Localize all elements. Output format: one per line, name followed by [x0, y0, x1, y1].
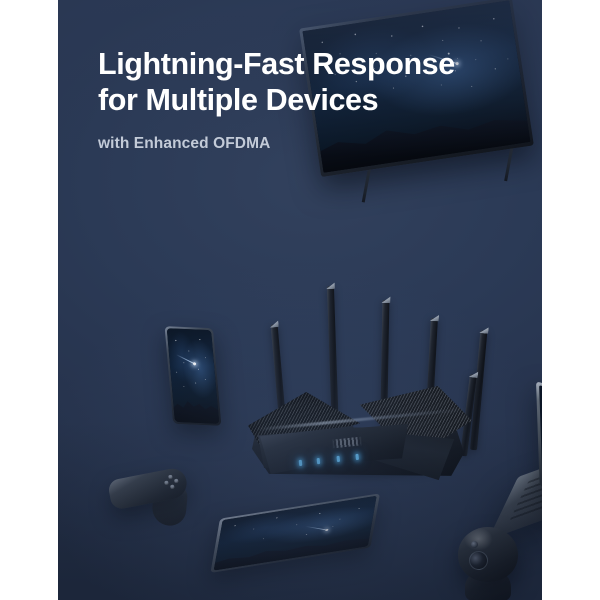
camera-head [458, 527, 518, 582]
tablet-body [210, 493, 381, 573]
device-smartphone [164, 326, 222, 426]
headline-block: Lightning-Fast Response for Multiple Dev… [98, 46, 518, 154]
device-wifi-router [232, 278, 478, 488]
laptop-keyboard [509, 439, 542, 521]
device-tablet [210, 493, 381, 573]
camera-sensor-icon [471, 541, 478, 548]
phone-screen [166, 328, 220, 424]
dark-panel: Lightning-Fast Response for Multiple Dev… [58, 0, 542, 600]
tv-stand-left [361, 166, 371, 203]
tablet-screen [213, 495, 377, 571]
controller-buttons [163, 473, 181, 491]
phone-body [164, 326, 222, 426]
camera-lens-icon [466, 548, 491, 573]
device-security-camera [457, 527, 519, 600]
page-subtitle: with Enhanced OFDMA [98, 135, 271, 152]
device-game-controller [105, 454, 207, 530]
laptop-base [487, 422, 542, 540]
device-laptop [487, 381, 542, 551]
page-title: Lightning-Fast Response for Multiple Dev… [98, 47, 455, 117]
router-chassis [246, 374, 472, 484]
